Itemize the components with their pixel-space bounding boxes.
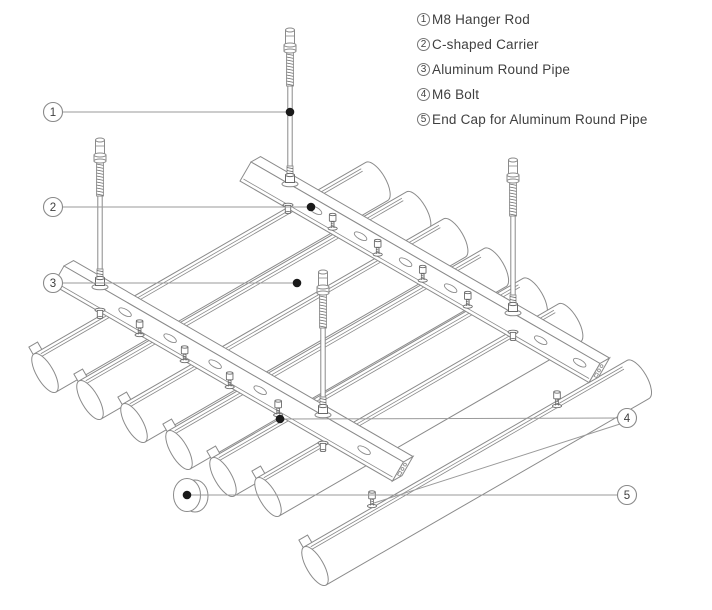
carrier-slot-hole <box>353 231 368 242</box>
legend-item: 5 End Cap for Aluminum Round Pipe <box>417 112 648 127</box>
leader-dot <box>306 202 316 212</box>
legend-item-label: M6 Bolt <box>432 87 480 102</box>
legend-item-label: C-shaped Carrier <box>432 37 539 52</box>
m6-nut-under-carrier <box>317 440 329 453</box>
legend-item-label: End Cap for Aluminum Round Pipe <box>432 112 648 127</box>
legend: 1 M8 Hanger Rod 2 C-shaped Carrier 3 Alu… <box>417 12 648 127</box>
callout-group-3: 3 <box>42 272 302 294</box>
callout-number: 4 <box>624 413 631 425</box>
callout-group-2: 2 <box>42 196 316 218</box>
leader-line <box>373 423 621 504</box>
aluminum-round-pipe-detached <box>298 359 652 587</box>
callout-number: 1 <box>50 107 56 119</box>
legend-item-label: Aluminum Round Pipe <box>432 62 571 77</box>
m6-nut-under-carrier <box>94 307 106 320</box>
legend-item-label: M8 Hanger Rod <box>432 12 530 27</box>
callout-2 <box>42 196 64 218</box>
legend-item-number: 4 <box>417 88 430 101</box>
leader-dot <box>292 278 302 288</box>
carrier-slot-hole <box>534 335 548 346</box>
carrier-slot-hole <box>208 359 222 370</box>
carrier-slot-hole <box>357 445 371 456</box>
aluminum-round-pipe <box>251 302 584 518</box>
aluminum-round-pipe <box>28 161 391 394</box>
legend-item: 2 C-shaped Carrier <box>417 37 648 52</box>
legend-item: 4 M6 Bolt <box>417 87 648 102</box>
legend-item-number: 3 <box>417 63 430 76</box>
m8-hanger-rod <box>314 269 332 419</box>
m6-nut-under-carrier <box>507 329 519 342</box>
legend-item: 3 Aluminum Round Pipe <box>417 62 648 77</box>
callout-4 <box>616 407 638 429</box>
callout-group-1: 1 <box>42 101 295 123</box>
carrier-slot-hole <box>163 333 177 344</box>
carrier-slot-hole <box>253 385 267 396</box>
callout-1 <box>42 101 64 123</box>
callout-number: 3 <box>50 278 56 290</box>
leader-dot <box>285 107 295 117</box>
carrier-slot-hole <box>398 257 413 268</box>
carrier-slot-hole <box>572 357 587 368</box>
callout-5 <box>616 484 638 506</box>
legend-item-number: 1 <box>417 13 430 26</box>
leader-dot <box>182 490 192 500</box>
legend-item-number: 2 <box>417 38 430 51</box>
legend-item-number: 5 <box>417 113 430 126</box>
m8-hanger-rod <box>91 137 109 291</box>
leader-dot <box>275 414 285 424</box>
m6-nut-under-carrier <box>282 202 294 215</box>
callout-group-5: 5 <box>182 484 638 506</box>
m6-bolt <box>366 490 378 509</box>
callout-number: 2 <box>50 202 56 214</box>
carrier-slot-hole <box>118 307 132 318</box>
aluminum-round-pipe <box>73 190 432 421</box>
legend-item: 1 M8 Hanger Rod <box>417 12 648 27</box>
callout-number: 5 <box>624 490 630 502</box>
m8-hanger-rod <box>281 27 299 188</box>
callout-3 <box>42 272 64 294</box>
carrier-slot-hole <box>443 283 458 294</box>
m8-hanger-rod <box>504 157 522 317</box>
callout-group-4: 4 <box>275 407 638 504</box>
leader-line <box>279 417 618 420</box>
